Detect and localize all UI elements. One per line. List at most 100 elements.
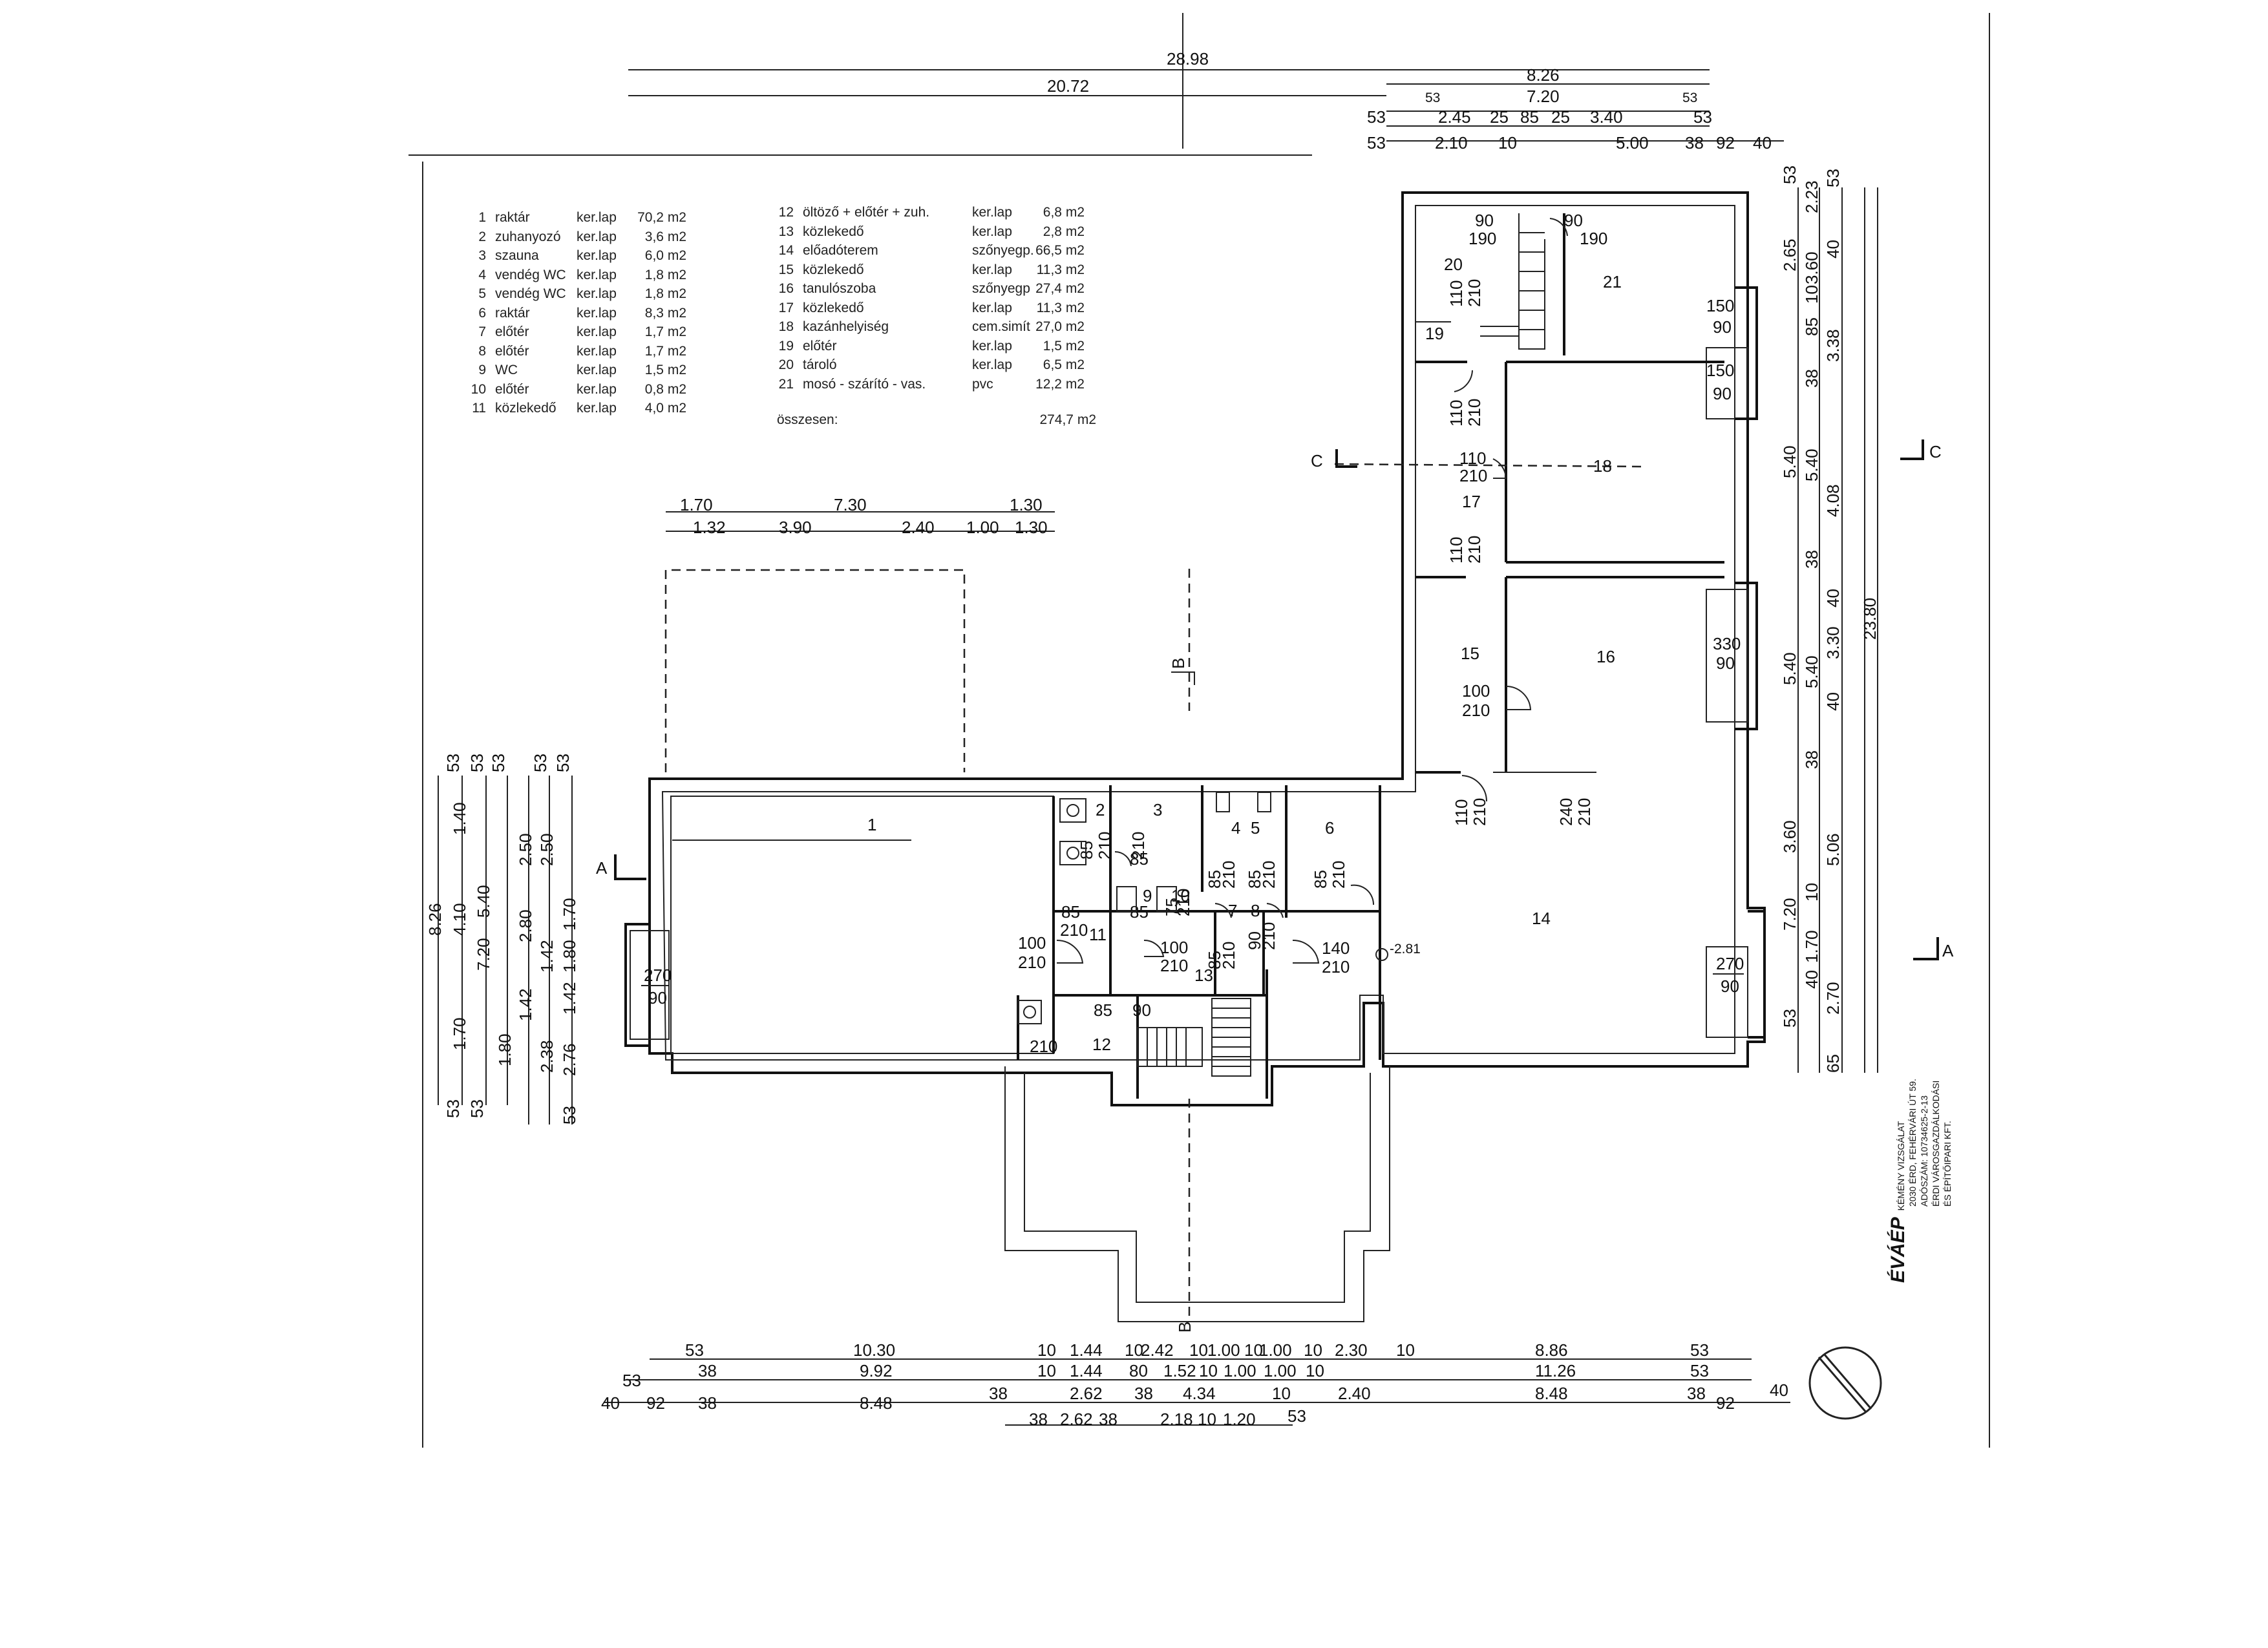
legend-num: 13 bbox=[778, 224, 794, 239]
legend-area: 1,8 m2 bbox=[644, 267, 686, 282]
legend-name: zuhanyozó bbox=[495, 229, 561, 244]
dim-value: 7.20 bbox=[1780, 898, 1799, 931]
legend-name: előtér bbox=[495, 324, 529, 339]
dim-value: 1.00 bbox=[1207, 1340, 1240, 1360]
dim-value: 38 bbox=[1029, 1410, 1048, 1429]
section-marker-b-top: B bbox=[1169, 658, 1195, 685]
dim-value: 2.42 bbox=[1141, 1340, 1174, 1360]
opening-size: 210 bbox=[1219, 942, 1238, 969]
dims-mid: 1.70 7.30 1.30 1.32 3.90 2.40 1.00 1.30 bbox=[666, 495, 1055, 537]
room-number: 13 bbox=[1194, 966, 1213, 985]
dim-value: 8.48 bbox=[1535, 1384, 1568, 1403]
room-number: 6 bbox=[1325, 818, 1334, 838]
dim-value: 53 bbox=[489, 754, 508, 772]
legend-material: ker.lap bbox=[577, 305, 617, 321]
opening-size: 90 bbox=[1245, 931, 1264, 950]
dim-value: 10.30 bbox=[853, 1340, 895, 1360]
legend-area: 1,5 m2 bbox=[644, 363, 686, 377]
legend-area: 4,0 m2 bbox=[644, 401, 686, 416]
dim-value: 92 bbox=[1716, 133, 1735, 153]
section-label: A bbox=[1942, 941, 1954, 960]
room-number: 20 bbox=[1444, 255, 1463, 274]
legend-material: ker.lap bbox=[577, 267, 617, 282]
opening-size: 210 bbox=[1329, 861, 1348, 889]
legend-material: ker.lap bbox=[972, 262, 1012, 277]
legend-num: 12 bbox=[778, 205, 794, 220]
dim-value: 1.40 bbox=[450, 802, 469, 835]
dim-value: 38 bbox=[1134, 1384, 1153, 1403]
dim-value: 5.40 bbox=[1780, 445, 1799, 478]
dim-value: 25 bbox=[1551, 107, 1570, 127]
dim-value: 7.30 bbox=[834, 495, 867, 514]
dim-value: 1.42 bbox=[560, 982, 579, 1015]
section-marker-a-right: A bbox=[1913, 937, 1954, 960]
opening-size: 210 bbox=[1095, 832, 1114, 860]
legend-name: szauna bbox=[495, 248, 539, 263]
dim-value: 85 bbox=[1802, 317, 1821, 336]
dim-value: 3.60 bbox=[1802, 251, 1821, 284]
opening-size: 90 bbox=[1716, 653, 1735, 673]
opening-size: 210 bbox=[1259, 922, 1278, 950]
opening-size: 210 bbox=[1060, 920, 1088, 940]
section-marker-a-left: A bbox=[596, 854, 646, 880]
section-label: B bbox=[1169, 658, 1188, 669]
legend-material: ker.lap bbox=[577, 381, 617, 397]
dim-value: 7.20 bbox=[474, 938, 493, 971]
opening-size: 90 bbox=[1564, 211, 1583, 230]
dim-value: 3.60 bbox=[1780, 820, 1799, 853]
dim-value: 10 bbox=[1272, 1384, 1291, 1403]
opening-size: 90 bbox=[1132, 1000, 1151, 1020]
opening-size: 110 bbox=[1452, 799, 1471, 826]
dim-value: 53 bbox=[685, 1340, 704, 1360]
opening-size: 210 bbox=[1470, 798, 1489, 826]
dim-value: 92 bbox=[646, 1393, 665, 1413]
building-walls bbox=[624, 191, 1766, 1106]
legend-name: közlekedő bbox=[495, 401, 556, 416]
level-marker bbox=[1375, 948, 1388, 961]
dim-value: 1.80 bbox=[495, 1033, 514, 1066]
dim-value: 1.70 bbox=[1802, 930, 1821, 963]
dim-value: 53 bbox=[531, 754, 550, 772]
dim-value: 2.76 bbox=[560, 1043, 579, 1076]
legend-area: 6,5 m2 bbox=[1043, 357, 1085, 372]
dim-value: 7.20 bbox=[1527, 87, 1560, 106]
legend-num: 16 bbox=[778, 281, 794, 296]
dim-value: 10 bbox=[1189, 1340, 1208, 1360]
dim-value: 1.70 bbox=[450, 1017, 469, 1050]
dim-value: 10 bbox=[1037, 1340, 1056, 1360]
section-label: A bbox=[596, 858, 608, 878]
legend-name: raktár bbox=[495, 305, 530, 321]
opening-size: 210 bbox=[1160, 956, 1188, 975]
dim-value: 10 bbox=[1304, 1340, 1322, 1360]
opening-size: 85 bbox=[1094, 1000, 1112, 1020]
legend-area: 27,0 m2 bbox=[1035, 319, 1085, 334]
total-label: összesen: bbox=[777, 412, 838, 427]
dim-value: 5.40 bbox=[474, 885, 493, 918]
legend-name: mosó - szárító - vas. bbox=[803, 376, 926, 392]
legend-material: ker.lap bbox=[577, 248, 617, 263]
opening-size: 110 bbox=[1459, 449, 1486, 468]
legend-area: 11,3 m2 bbox=[1036, 300, 1085, 315]
legend-num: 18 bbox=[778, 319, 794, 334]
opening-size: 210 bbox=[1322, 957, 1350, 977]
dim-value: 2.30 bbox=[1335, 1340, 1368, 1360]
section-line bbox=[1334, 463, 1642, 468]
opening-size: 210 bbox=[1465, 399, 1484, 427]
sanitary-fixtures bbox=[1017, 792, 1271, 1024]
opening-size: 85 bbox=[1205, 870, 1224, 889]
dim-value: 2.50 bbox=[537, 833, 556, 866]
opening-size: 90 bbox=[1713, 384, 1732, 403]
